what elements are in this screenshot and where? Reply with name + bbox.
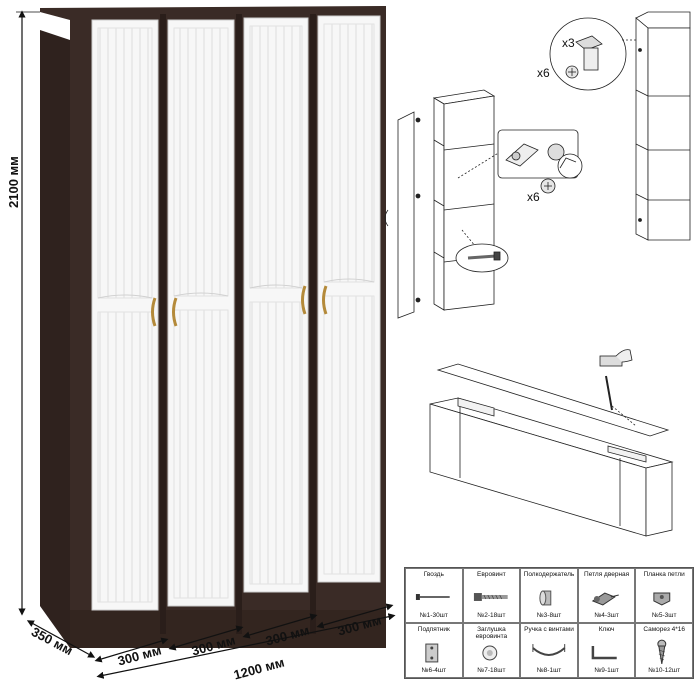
- divider-1: [160, 14, 166, 634]
- part-cell: Саморез 4*16 №10-12шт: [635, 623, 693, 678]
- part-name: Полкодержатель: [523, 571, 575, 578]
- part-cell: Ручка с винтами №8-1шт: [520, 623, 578, 678]
- part-quantity: №5-3шт: [651, 612, 677, 619]
- part-cell: Планка петли №5-3шт: [635, 568, 693, 623]
- part-cell: Ключ №9-1шт: [577, 623, 636, 678]
- nail-icon: [415, 594, 450, 600]
- part-name: Ключ: [598, 626, 615, 633]
- part-name: Евровинт: [477, 571, 506, 578]
- bolt-icon: [455, 243, 509, 273]
- part-cell: Заглушка евровинта №7-18шт: [462, 623, 521, 678]
- depth-dimension: [26, 620, 96, 658]
- part-name: Гвоздь: [423, 571, 444, 578]
- wood-screw-icon: [657, 639, 667, 664]
- part-quantity: №8-1шт: [536, 667, 562, 674]
- door-handle-3: [301, 285, 307, 315]
- wardrobe-doors: [91, 15, 381, 611]
- part-name: Саморез 4*16: [643, 626, 686, 633]
- euro-screw-icon: [473, 593, 508, 601]
- assembly-right-cabinet: [635, 11, 691, 241]
- part-quantity: №9-1шт: [594, 667, 619, 674]
- part-name: Ручка с винтами: [524, 626, 574, 633]
- part-quantity: №4-3шт: [594, 612, 619, 619]
- foot-pad-icon: [425, 643, 439, 663]
- door-handle-4: [322, 285, 328, 315]
- height-label: 2100 мм: [6, 156, 21, 208]
- door-2[interactable]: [167, 19, 235, 607]
- door-handle-1: [151, 297, 157, 327]
- part-quantity: №3-8шт: [536, 612, 562, 619]
- assembly-door-mount: [384, 89, 501, 319]
- part-name: Заглушка евровинта: [475, 626, 508, 640]
- part-name: Планка петли: [643, 571, 685, 578]
- part-cell: Подпятник №6-4шт: [405, 623, 463, 678]
- door-handle-2: [172, 297, 178, 327]
- door-3[interactable]: [243, 17, 309, 593]
- hex-key-icon: [591, 646, 617, 660]
- assembly-top-hinge: [549, 17, 648, 91]
- hinge-count-label: x3: [562, 36, 575, 50]
- screw-cap-icon: [481, 645, 497, 661]
- divider-3: [310, 14, 316, 634]
- screw-count-top-label: x6: [537, 66, 550, 80]
- part-quantity: №2-18шт: [477, 612, 506, 619]
- handle-icon: [532, 644, 566, 656]
- part-cell: Гвоздь №1-30шт: [405, 568, 463, 623]
- section-dimensions: [94, 603, 396, 679]
- part-quantity: №1-30шт: [419, 612, 448, 619]
- wardrobe-side-panel: [40, 30, 70, 648]
- divider-2: [236, 14, 242, 634]
- door-4[interactable]: [317, 15, 381, 583]
- door-hinge-icon: [591, 592, 619, 606]
- part-name: Петля дверная: [584, 571, 630, 578]
- hinge-plate-icon: [653, 592, 671, 606]
- parts-table: Гвоздь №1-30шт Евровинт №2-18шт Полкодержате…: [404, 567, 694, 679]
- part-cell: Полкодержатель №3-8шт: [520, 568, 578, 623]
- hinge-detail-icon: [497, 129, 583, 179]
- part-name: Подпятник: [417, 626, 450, 633]
- shelf-support-icon: [539, 590, 552, 606]
- height-dimension: [16, 10, 40, 616]
- part-quantity: №6-4шт: [421, 667, 447, 674]
- part-quantity: №10-12шт: [648, 667, 681, 674]
- screw-count-mid-label: x6: [527, 190, 540, 204]
- part-cell: Евровинт №2-18шт: [462, 568, 521, 623]
- part-cell: Петля дверная №4-3шт: [577, 568, 636, 623]
- part-quantity: №7-18шт: [477, 667, 506, 674]
- door-1[interactable]: [91, 19, 159, 611]
- screw-icon-mid: [540, 178, 556, 194]
- assembly-plinth: [429, 349, 674, 537]
